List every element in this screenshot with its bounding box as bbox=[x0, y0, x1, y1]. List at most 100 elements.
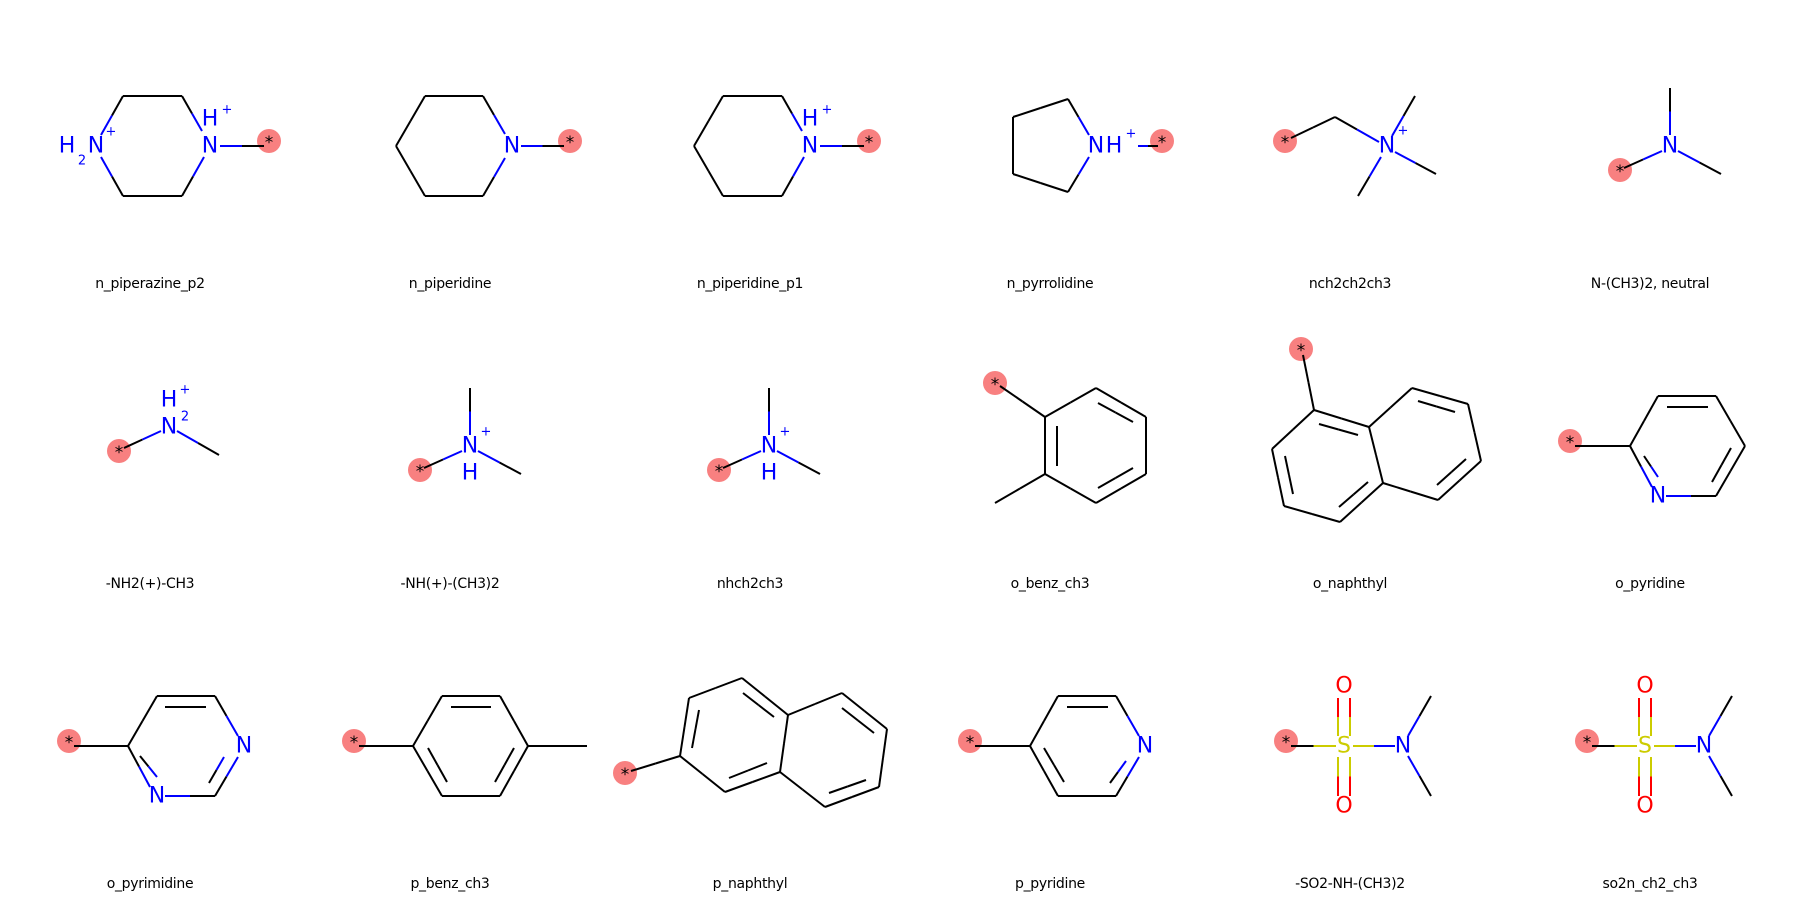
attachment-point-label: * bbox=[621, 765, 630, 785]
bond-line bbox=[630, 762, 656, 772]
atom-label: N bbox=[1088, 134, 1104, 159]
bond-line bbox=[1313, 409, 1342, 420]
bond-line bbox=[1402, 95, 1416, 117]
bond-line bbox=[1115, 775, 1129, 797]
molecule-cell-o-naphthyl: *o_naphthyl bbox=[1200, 300, 1500, 600]
bond-line bbox=[409, 95, 426, 122]
atom-label: H bbox=[202, 107, 219, 132]
atom-label: N bbox=[202, 134, 218, 159]
bond-line bbox=[1339, 501, 1363, 523]
attachment-point-label: * bbox=[865, 133, 874, 153]
bond-line bbox=[482, 176, 495, 197]
bond-line bbox=[1044, 473, 1071, 490]
bond-line bbox=[1271, 448, 1279, 478]
bond-line bbox=[691, 728, 697, 749]
structure-drawing: *NH+2 bbox=[107, 383, 220, 463]
bond-line bbox=[1720, 447, 1732, 466]
bond-line bbox=[139, 755, 150, 768]
bond-line bbox=[1357, 175, 1371, 197]
attachment-point-label: * bbox=[1158, 133, 1167, 153]
bond-line bbox=[1070, 387, 1097, 404]
atom-label: + bbox=[222, 103, 233, 118]
bond-line bbox=[847, 779, 867, 788]
molecule-cell-o-benz-ch3: *o_benz_ch3 bbox=[900, 300, 1200, 600]
attachment-point-highlight bbox=[408, 458, 432, 482]
bond-line bbox=[1053, 764, 1065, 783]
bond-line bbox=[707, 95, 724, 122]
bond-line bbox=[1117, 760, 1127, 773]
bond-line bbox=[801, 788, 826, 808]
bond-line bbox=[1450, 458, 1467, 473]
bond-line bbox=[1437, 479, 1461, 501]
bond-line bbox=[791, 113, 803, 132]
bond-line bbox=[1715, 470, 1732, 497]
bond-line bbox=[493, 114, 506, 135]
bond-line bbox=[693, 145, 710, 172]
bond-line bbox=[1040, 98, 1069, 109]
molecule-cell-nh-ch3-2: *N+H-NH(+)-(CH3)2 bbox=[300, 300, 600, 600]
bond-line bbox=[181, 95, 193, 114]
bond-line bbox=[742, 692, 760, 706]
bond-line bbox=[1044, 401, 1071, 418]
bond-line bbox=[214, 775, 228, 797]
bond-line bbox=[499, 695, 515, 722]
atom-label: N bbox=[1379, 134, 1395, 159]
bond-line bbox=[1719, 695, 1733, 717]
molecule-legend: nch2ch2ch3 bbox=[1308, 276, 1392, 292]
bond-line bbox=[828, 785, 848, 794]
bond-line bbox=[878, 757, 884, 788]
molecule-legend: n_piperidine bbox=[408, 276, 492, 292]
attachment-point-highlight bbox=[707, 458, 731, 482]
molecule-legend: nhch2ch3 bbox=[716, 576, 784, 592]
atom-label: O bbox=[1636, 674, 1653, 699]
atom-label: N bbox=[1395, 734, 1411, 759]
atom-label: H bbox=[1106, 134, 1123, 159]
bond-line bbox=[863, 710, 888, 730]
bond-line bbox=[693, 120, 710, 147]
attachment-point-label: * bbox=[416, 462, 425, 482]
molecule-legend: n_piperazine_p2 bbox=[95, 276, 205, 292]
structure-drawing: *NH+ bbox=[693, 95, 881, 197]
bond-line bbox=[1368, 156, 1382, 178]
bond-line bbox=[127, 745, 140, 767]
bond-line bbox=[1115, 467, 1134, 479]
bond-line bbox=[783, 714, 789, 744]
bond-line bbox=[1643, 455, 1652, 468]
attachment-point-label: * bbox=[566, 133, 575, 153]
atom-label: + bbox=[1398, 124, 1409, 139]
bond-line bbox=[1292, 409, 1315, 431]
bond-line bbox=[1650, 465, 1659, 478]
bond-line bbox=[111, 95, 124, 116]
bond-line bbox=[1312, 116, 1336, 129]
bond-line bbox=[1708, 755, 1722, 777]
molecule-cell-n-piperidine: *N n_piperidine bbox=[300, 0, 600, 300]
bond-line bbox=[798, 461, 821, 475]
bond-line bbox=[779, 743, 785, 773]
atom-label: + bbox=[822, 103, 833, 118]
atom-label: 2 bbox=[78, 154, 86, 169]
bond-line bbox=[1040, 182, 1069, 193]
bond-line bbox=[482, 95, 495, 116]
bond-line bbox=[1311, 513, 1341, 523]
atom-label: N bbox=[149, 784, 165, 809]
bond-line bbox=[1711, 464, 1723, 483]
bond-line bbox=[752, 771, 781, 783]
bond-line bbox=[513, 720, 529, 747]
bond-line bbox=[1097, 402, 1116, 414]
atom-label: + bbox=[106, 125, 117, 140]
bond-line bbox=[1338, 493, 1355, 508]
structure-drawing: *N bbox=[395, 95, 582, 197]
bond-line bbox=[442, 450, 463, 461]
atom-label: N bbox=[1696, 734, 1712, 759]
bond-line bbox=[1677, 150, 1700, 164]
atom-label: + bbox=[180, 383, 191, 398]
bond-line bbox=[197, 442, 220, 456]
bond-line bbox=[127, 720, 144, 747]
bond-line bbox=[426, 695, 443, 722]
attachment-point-highlight bbox=[983, 371, 1007, 395]
bond-line bbox=[1115, 411, 1134, 423]
bond-line bbox=[1318, 423, 1339, 431]
